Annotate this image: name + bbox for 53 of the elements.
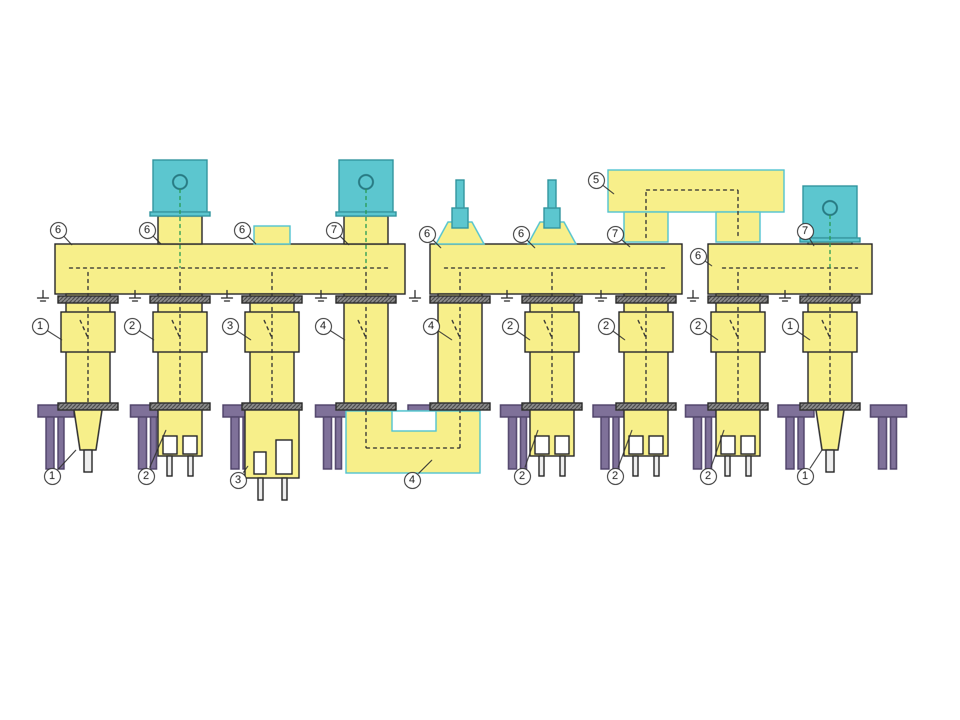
leader-line <box>139 330 154 340</box>
callout-number: 6 <box>512 226 530 242</box>
leader-line <box>248 236 256 244</box>
callout-number: 2 <box>124 318 140 334</box>
callout-number: 3 <box>222 318 238 334</box>
leader-line <box>432 240 442 248</box>
leader-line <box>516 330 530 340</box>
leader-line <box>64 236 72 246</box>
callout-number: 1 <box>796 468 814 484</box>
leader-line <box>47 330 62 340</box>
leader-line <box>58 450 76 470</box>
leader-line <box>809 238 814 246</box>
callout-number: 6 <box>138 222 156 238</box>
callout-number: 7 <box>796 222 814 240</box>
leader-line <box>438 330 452 340</box>
callout-number: 6 <box>418 226 436 242</box>
leader-line <box>618 430 632 468</box>
leader-line <box>242 466 248 474</box>
leader-line <box>340 236 350 246</box>
callout-number: 3 <box>230 472 246 488</box>
callout-number: 2 <box>606 468 624 484</box>
leader-line <box>809 450 822 469</box>
leader-line <box>237 330 252 340</box>
callout-number: 6 <box>234 222 250 238</box>
leader-line <box>152 236 162 244</box>
leader-line <box>149 430 166 468</box>
callout-number: 5 <box>588 172 604 188</box>
leader-line <box>621 239 630 248</box>
leader-line <box>710 430 724 468</box>
callout-number: 2 <box>514 468 530 484</box>
leader-line <box>602 185 614 194</box>
leader-line <box>796 330 810 340</box>
callout-number: 2 <box>502 318 518 334</box>
callout-number: 1 <box>32 318 48 334</box>
leader-line <box>418 460 432 474</box>
callout-number: 6 <box>690 248 706 264</box>
leader-line <box>704 330 718 340</box>
leader-line <box>526 240 536 248</box>
callout-number: 7 <box>326 222 342 238</box>
callout-number: 6 <box>50 222 66 238</box>
leader-line <box>704 260 712 266</box>
callout-number: 2 <box>690 318 706 334</box>
callout-number: 2 <box>598 318 614 334</box>
leader-line <box>524 430 538 468</box>
callout-number: 4 <box>314 318 332 334</box>
leader-line <box>612 330 626 340</box>
callout-number: 2 <box>700 468 716 484</box>
callout-number: 7 <box>606 226 624 242</box>
callout-number: 2 <box>138 468 154 484</box>
leader-line <box>330 330 346 340</box>
callout-number: 1 <box>44 468 60 484</box>
callout-number: 4 <box>422 318 440 334</box>
callout-number: 1 <box>782 318 798 334</box>
